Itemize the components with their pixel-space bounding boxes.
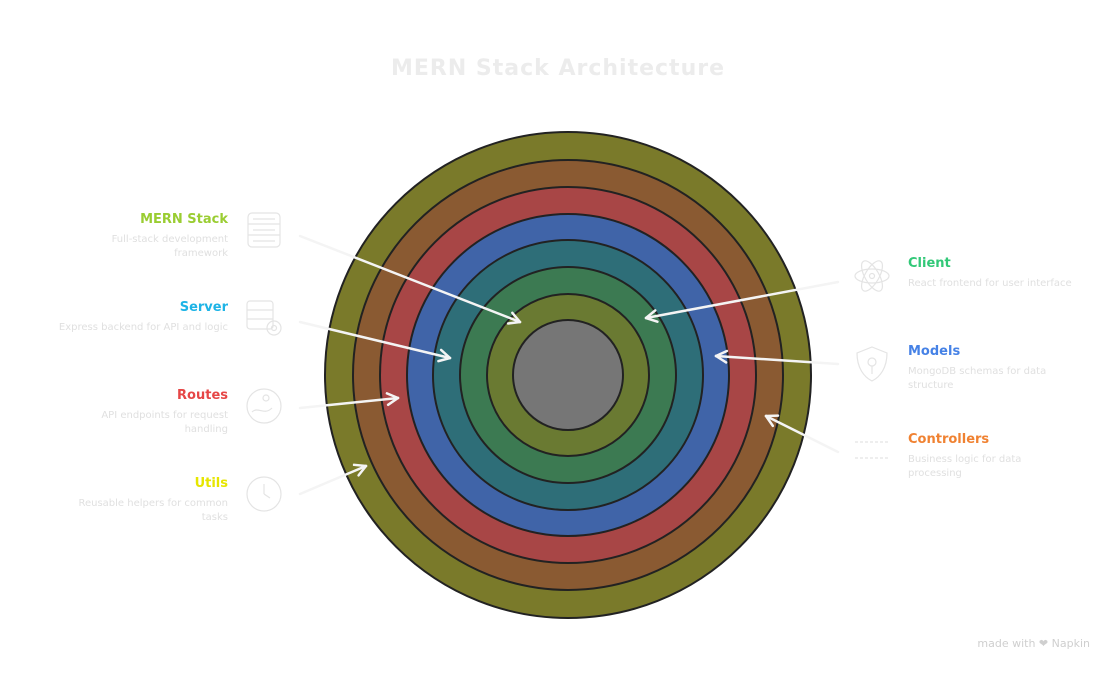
layer-description: Express backend for API and logic (58, 322, 228, 333)
diagram-title: MERN Stack Architecture (390, 56, 726, 81)
layer-label-controllers: Controllers Business logic for data proc… (908, 432, 1078, 481)
center-core (512, 319, 624, 431)
layer-name: Utils (194, 476, 228, 491)
arrow-mern-stack (298, 234, 522, 325)
layer-label-models: Models MongoDB schemas for data structur… (908, 344, 1078, 393)
layer-name: Server (179, 300, 228, 315)
layer-description: API endpoints for request handling (101, 410, 228, 435)
layer-label-utils: Utils Reusable helpers for common tasks (58, 476, 228, 525)
layer-description: Full-stack development framework (111, 234, 228, 259)
layer-name: MERN Stack (140, 212, 228, 227)
layer-name: Models (908, 344, 961, 359)
made-with-napkin-credit[interactable]: made with ❤ Napkin (977, 637, 1090, 650)
shield-icon (856, 346, 888, 382)
layer-label-client: Client React frontend for user interface (908, 256, 1078, 291)
arrow-controllers (764, 414, 840, 454)
code-icon (855, 441, 889, 459)
layer-name: Client (908, 256, 951, 271)
arrow-models (714, 349, 840, 366)
layer-name: Controllers (908, 432, 990, 447)
layer-description: React frontend for user interface (908, 278, 1072, 289)
layer-name: Routes (177, 388, 228, 403)
layer-description: Reusable helpers for common tasks (78, 498, 228, 523)
database-icon (247, 212, 281, 248)
layer-description: Business logic for data processing (908, 454, 1022, 479)
react-icon (854, 260, 890, 292)
layer-label-mern-stack: MERN Stack Full-stack development framew… (58, 212, 228, 261)
layer-label-server: Server Express backend for API and logic (58, 300, 228, 335)
arrow-client (644, 280, 840, 323)
server-gear-icon (246, 300, 282, 336)
layer-label-routes: Routes API endpoints for request handlin… (58, 388, 228, 437)
arrow-utils (298, 463, 368, 496)
arrow-server (298, 320, 452, 363)
clock-icon (246, 476, 282, 512)
route-icon (246, 388, 282, 424)
layer-description: MongoDB schemas for data structure (908, 366, 1047, 391)
arrow-routes (298, 392, 400, 410)
